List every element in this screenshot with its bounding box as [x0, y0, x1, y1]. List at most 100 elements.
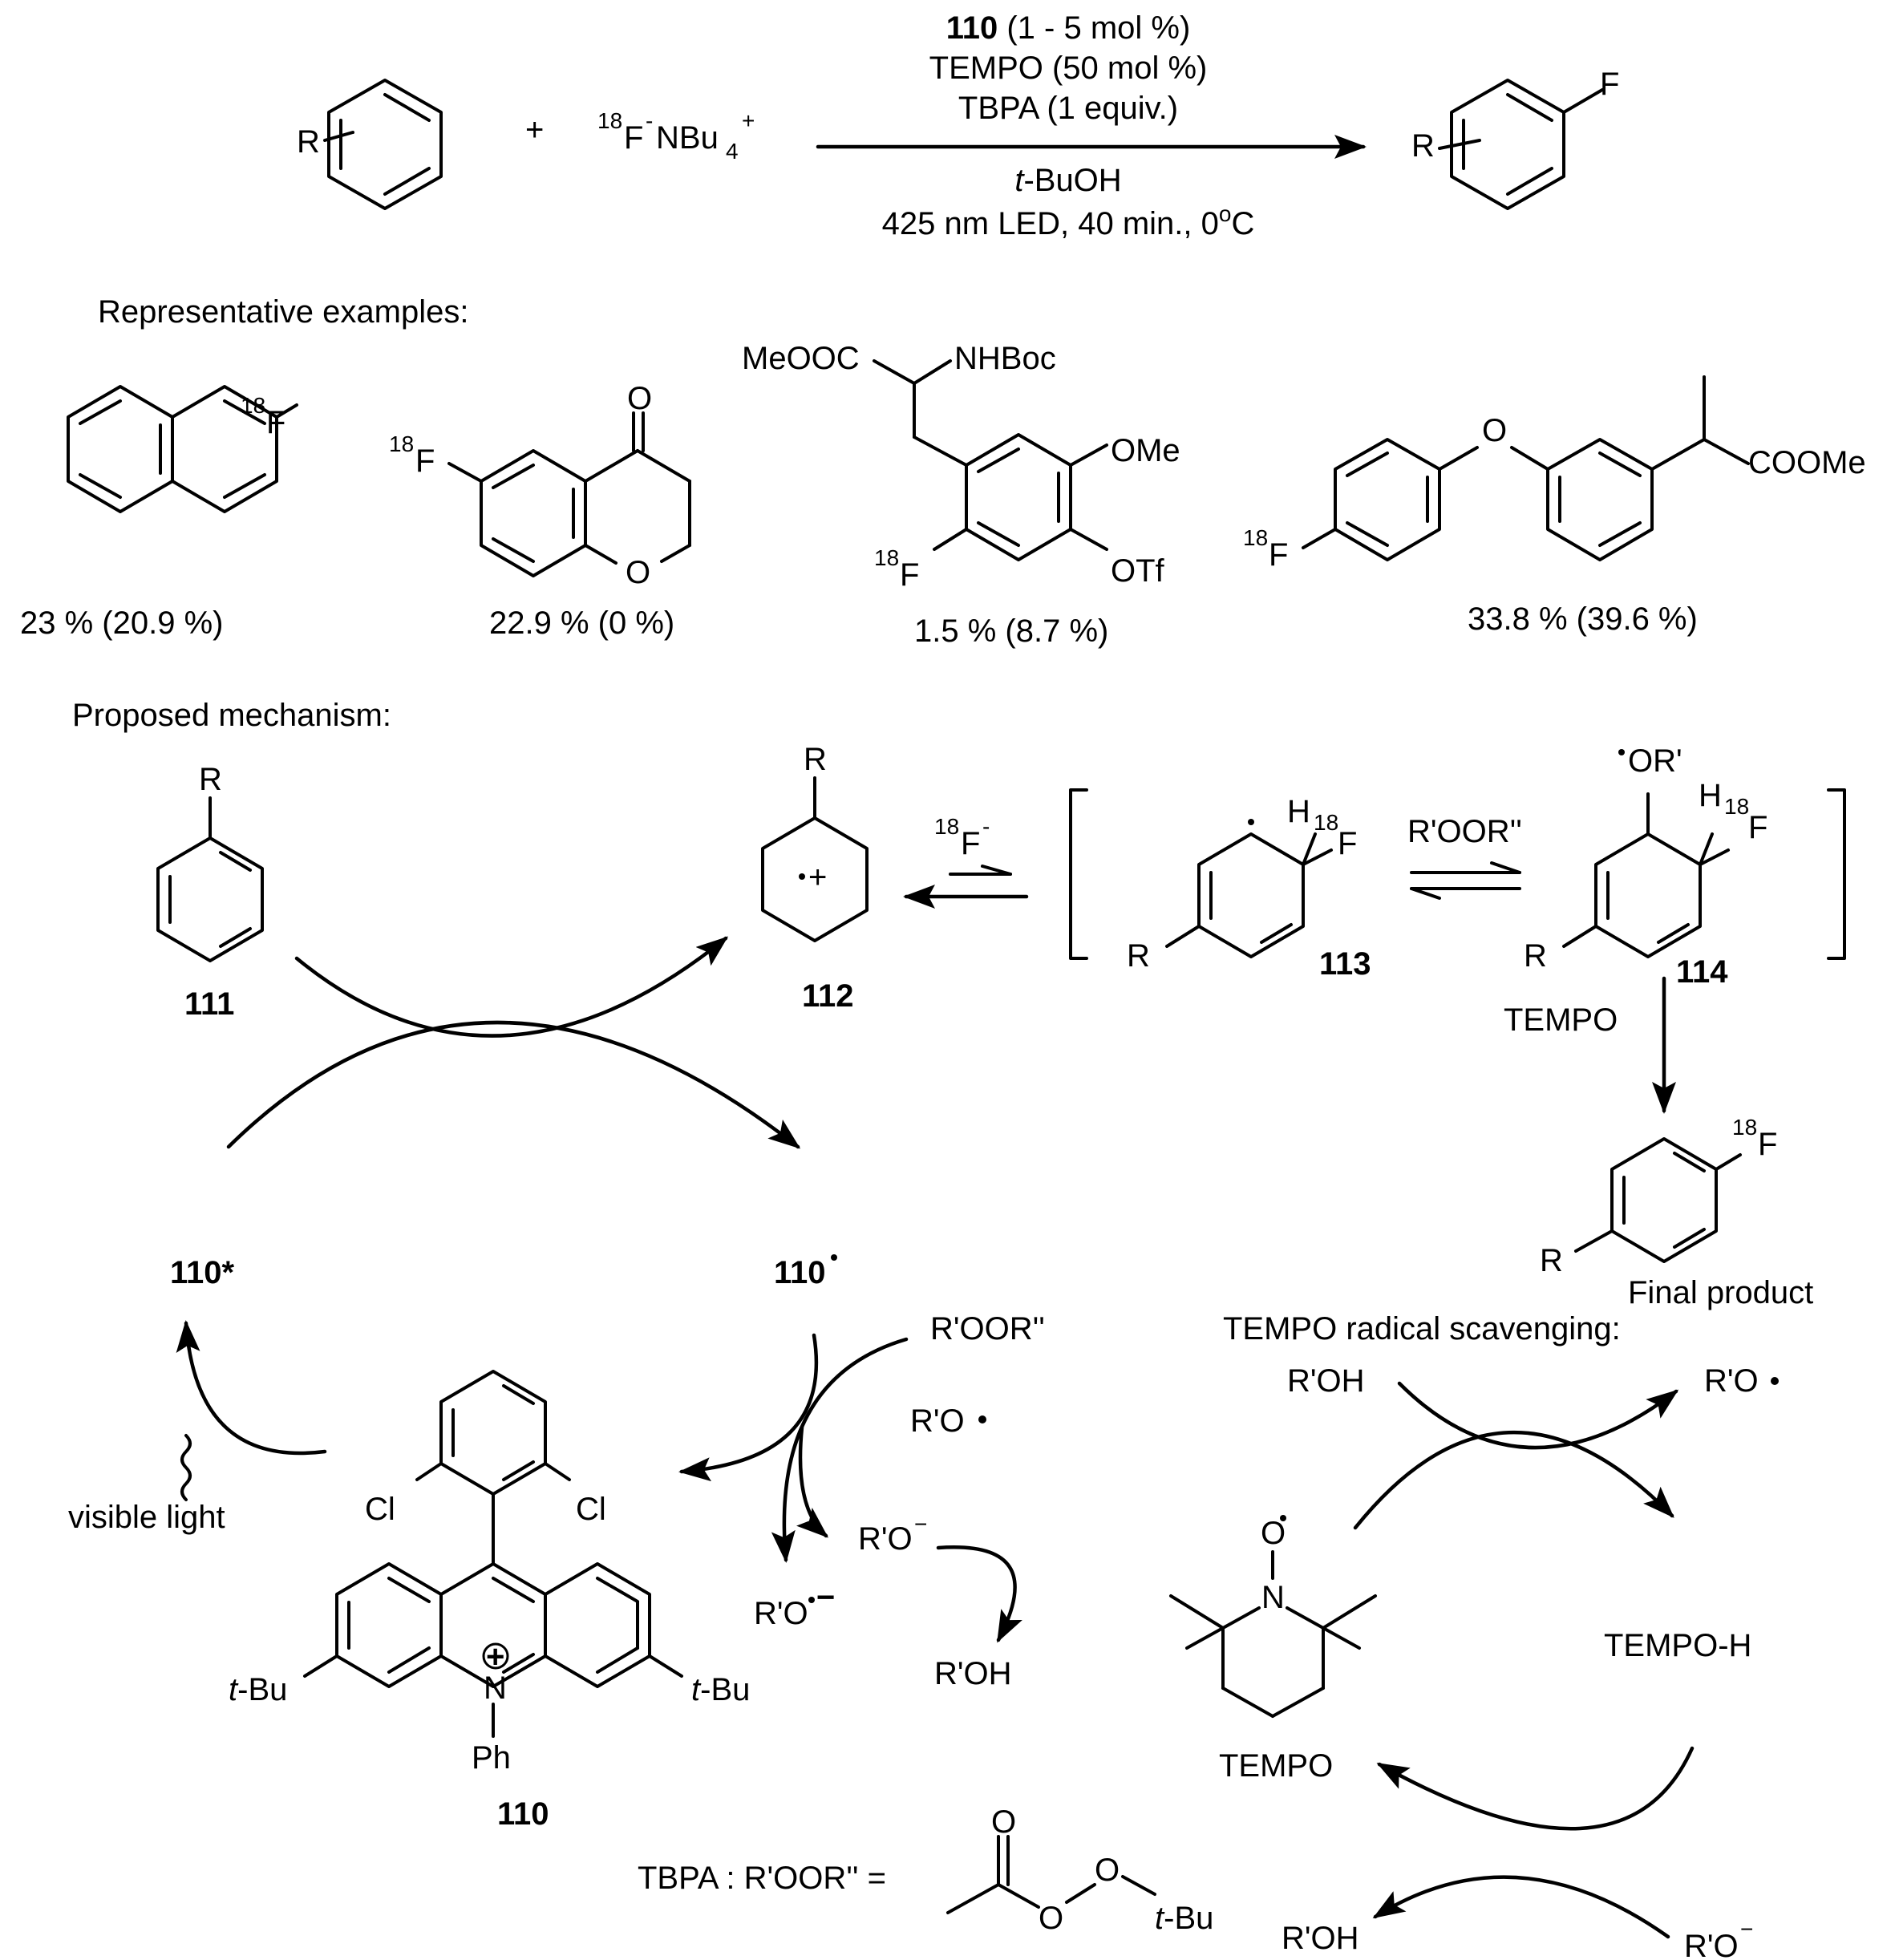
acridinium-110: Cl Cl t-Bu t-Bu N + Ph 110 — [229, 1370, 750, 1832]
svg-text:H: H — [1699, 778, 1722, 813]
svg-text:18: 18 — [934, 814, 959, 839]
svg-text:MeOOC: MeOOC — [742, 341, 860, 376]
svg-text:R: R — [804, 742, 827, 777]
final-product: 18 F R Final product — [1540, 1115, 1813, 1310]
svg-text:+: + — [808, 860, 827, 895]
svg-text:O: O — [1482, 413, 1507, 448]
svg-text:OR': OR' — [1628, 743, 1682, 779]
svg-text:N: N — [484, 1670, 507, 1706]
fluoride-reagent: 18 F - NBu 4 + — [597, 108, 755, 164]
label-114: 114 — [1676, 954, 1728, 990]
label-110-radical: 110 — [774, 1254, 837, 1290]
label-110: 110 — [497, 1796, 549, 1832]
svg-text:NHBoc: NHBoc — [954, 341, 1056, 376]
example-chromanone: O O 18 F 22.9 % (0 %) — [389, 381, 691, 641]
svg-text:−: − — [1740, 1917, 1753, 1942]
reactant-r-label: R — [297, 124, 320, 160]
svg-text:Cl: Cl — [365, 1492, 395, 1527]
svg-text:F: F — [1748, 810, 1767, 845]
ro-radical-label: R'O — [910, 1403, 986, 1439]
product-r-label: R — [1411, 128, 1435, 164]
visible-light-label: visible light — [68, 1500, 225, 1535]
svg-text:R'O: R'O — [754, 1596, 808, 1631]
svg-text:O: O — [626, 555, 650, 590]
mechanism-heading: Proposed mechanism: — [72, 698, 391, 733]
svg-text:18: 18 — [241, 393, 265, 418]
svg-text:R: R — [199, 762, 222, 797]
svg-text:F: F — [900, 557, 919, 593]
svg-text:+: + — [742, 108, 755, 133]
intermediate-114: OR' H 18 F R 114 — [1524, 743, 1767, 990]
svg-text:Ph: Ph — [472, 1740, 511, 1776]
tempo-cycle-roh-out: R'OH — [1282, 1921, 1359, 1956]
svg-text:−: − — [816, 1580, 835, 1615]
svg-text:18: 18 — [1314, 810, 1338, 835]
example-3-yield: 1.5 % (8.7 %) — [914, 614, 1108, 649]
reactant-arene: R — [297, 79, 443, 210]
final-product-label: Final product — [1628, 1275, 1813, 1310]
roh-label: R'OH — [934, 1656, 1012, 1691]
equilibrium-fluoride: 18 F - — [903, 814, 1029, 909]
svg-text:R'O: R'O — [858, 1521, 913, 1557]
svg-text:OMe: OMe — [1111, 433, 1180, 468]
label-112: 112 — [802, 978, 854, 1014]
examples-heading: Representative examples: — [98, 294, 468, 330]
tempo-cycle-ro-out: R'O — [1704, 1363, 1779, 1399]
svg-text:F: F — [1338, 826, 1357, 861]
svg-text:−: − — [914, 1512, 927, 1537]
top-reaction: R + 18 F - NBu 4 + 110 (1 - 5 mol %) TEM… — [297, 10, 1619, 241]
condition-tbpa: TBPA (1 equiv.) — [958, 91, 1178, 126]
arc-110star-to-110radical — [226, 1020, 801, 1149]
svg-text:OTf: OTf — [1111, 553, 1165, 589]
svg-text:-: - — [982, 814, 990, 839]
svg-text:R'O: R'O — [1684, 1929, 1739, 1960]
peroxide-label: R'OOR'' — [930, 1311, 1045, 1346]
condition-catalyst: 110 (1 - 5 mol %) — [946, 10, 1191, 46]
ro-anion-label: R'O − — [858, 1512, 927, 1557]
svg-text:R: R — [1524, 938, 1547, 974]
svg-text:t-Bu: t-Bu — [1155, 1901, 1213, 1936]
example-4-yield: 33.8 % (39.6 %) — [1468, 601, 1698, 637]
svg-text:COOMe: COOMe — [1748, 445, 1866, 480]
svg-text:18: 18 — [1243, 525, 1268, 550]
svg-text:+: + — [486, 1639, 504, 1675]
tbpa-definition: TBPA : R'OOR'' = O O O t-Bu — [638, 1804, 1213, 1936]
svg-text:18: 18 — [1732, 1115, 1757, 1140]
svg-text:18: 18 — [597, 108, 622, 133]
svg-text:N: N — [1261, 1580, 1285, 1615]
svg-text:O: O — [627, 381, 652, 416]
product-f-label: F — [1600, 67, 1619, 102]
svg-text:F: F — [415, 443, 435, 479]
svg-text:18: 18 — [1724, 794, 1749, 819]
svg-text:R'O: R'O — [1704, 1363, 1759, 1399]
svg-text:NBu: NBu — [656, 120, 719, 156]
equilibrium-peroxide: R'OOR'' — [1407, 814, 1522, 900]
label-111: 111 — [184, 986, 234, 1022]
svg-text:t-Bu: t-Bu — [691, 1672, 750, 1707]
svg-text:TBPA : R'OOR'' =: TBPA : R'OOR'' = — [638, 1861, 886, 1896]
svg-text:Cl: Cl — [576, 1492, 606, 1527]
svg-text:4: 4 — [726, 139, 739, 164]
label-113: 113 — [1319, 946, 1371, 982]
example-naphthalene: 18 F 23 % (20.9 %) — [20, 385, 298, 641]
condition-tempo: TEMPO (50 mol %) — [929, 51, 1208, 86]
arc-110radical-to-110 — [678, 1333, 819, 1482]
example-amino-acid: MeOOC NHBoc OMe OTf 18 F 1.5 % (8.7 %) — [742, 341, 1180, 649]
reaction-conditions: 110 (1 - 5 mol %) TEMPO (50 mol %) TBPA … — [816, 10, 1367, 241]
wavy-light-icon — [180, 1434, 192, 1501]
condition-light: 425 nm LED, 40 min., 0oC — [882, 201, 1255, 241]
svg-text:R: R — [1127, 938, 1150, 974]
example-2-yield: 22.9 % (0 %) — [489, 605, 674, 641]
tempo-label: TEMPO — [1219, 1748, 1333, 1784]
tempo-cycle-ro-anion: R'O − — [1684, 1917, 1753, 1960]
svg-text:t-Bu: t-Bu — [229, 1672, 287, 1707]
svg-text:F: F — [1269, 537, 1288, 573]
example-1-yield: 23 % (20.9 %) — [20, 605, 223, 641]
svg-text:O: O — [1039, 1901, 1063, 1936]
tempo-h-label: TEMPO-H — [1604, 1628, 1751, 1663]
svg-text:18: 18 — [389, 431, 414, 456]
svg-text:F: F — [961, 826, 980, 861]
svg-text:R'O: R'O — [910, 1403, 965, 1439]
label-110-star: 110* — [170, 1255, 235, 1290]
